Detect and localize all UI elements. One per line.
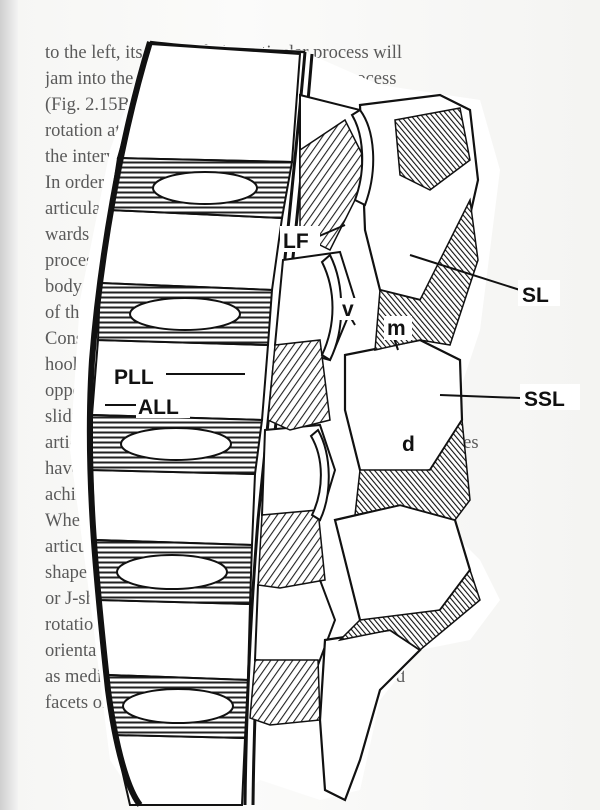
- label-v: v: [342, 298, 354, 321]
- label-ssl: SSL: [524, 388, 565, 411]
- label-pll: PLL: [114, 366, 154, 389]
- label-all: ALL: [138, 396, 179, 419]
- label-d: d: [402, 433, 415, 456]
- label-m: m: [387, 317, 406, 340]
- label-lf: LF: [283, 230, 309, 253]
- label-sl: SL: [522, 284, 549, 307]
